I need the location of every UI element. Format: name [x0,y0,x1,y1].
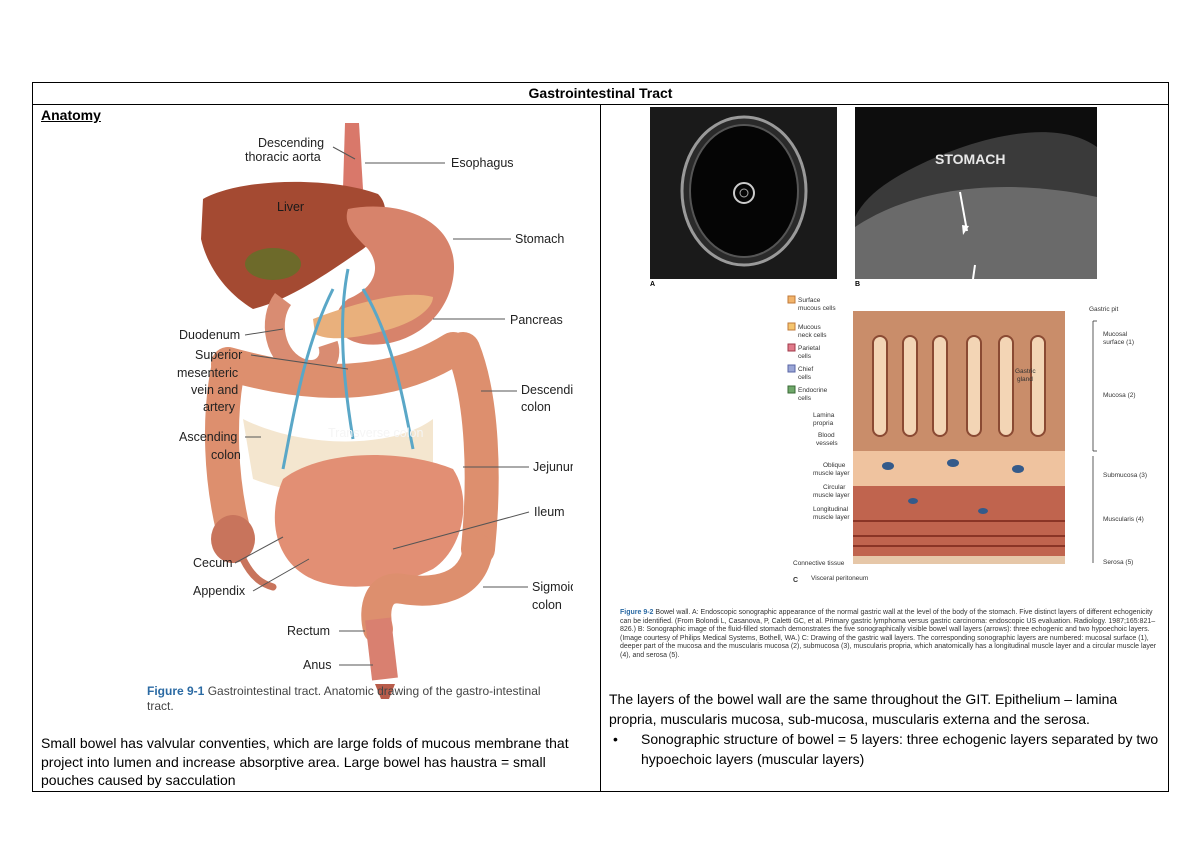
label-longitudinal: Longitudinal [813,506,849,513]
label-gastric-pit: Gastric pit [1089,306,1118,313]
label-sma-1: Superior [195,348,242,362]
svg-text:muscle layer: muscle layer [813,470,850,477]
svg-text:cells: cells [798,353,812,360]
label-aorta: Descending [258,136,324,150]
anatomy-heading: Anatomy [41,107,101,123]
legend-surface-mucous: Surface [798,297,821,304]
ultrasound-a-image [650,107,837,279]
legend-parietal: Parietal [798,345,821,352]
label-ascending-1: Ascending [179,430,237,444]
label-anus: Anus [303,658,332,672]
figure-9-2-caption: Figure 9-2 Bowel wall. A: Endoscopic son… [620,609,1165,661]
svg-text:mucous cells: mucous cells [798,305,836,312]
label-duodenum: Duodenum [179,328,240,342]
svg-text:propria: propria [813,420,834,427]
label-transverse: Transverse colon [328,426,423,440]
svg-text:neck cells: neck cells [798,332,827,339]
transverse-colon-shape [211,332,470,398]
bowel-wall-diagram: Surface mucous cells Mucous neck cells P… [787,295,1147,584]
left-body-text: Small bowel has valvular conventies, whi… [41,735,569,788]
svg-text:vessels: vessels [816,440,838,447]
label-appendix: Appendix [193,584,246,598]
figure-9-1-text: Gastrointestinal tract. Anatomic drawing… [147,684,541,713]
cecum-shape [211,515,255,563]
label-aorta-2: thoracic aorta [245,150,321,164]
appendix-shape [239,555,277,591]
label-sma-4: artery [203,400,236,414]
label-stomach: Stomach [515,232,564,246]
figure-9-2-text: Bowel wall. A: Endoscopic sonographic ap… [620,609,1157,659]
rectum-shape [365,617,398,681]
bullet-item: Sonographic structure of bowel = 5 layer… [613,729,1159,769]
ultrasound-a-label: A [650,281,656,288]
anus-shape [375,684,395,699]
sigmoid-colon-shape [361,534,493,644]
stomach-us-title: STOMACH [935,151,1006,167]
label-sigmoid-2: colon [532,598,562,612]
figure-9-2-num: Figure 9-2 [620,609,654,616]
ultrasound-b-label: B [855,281,861,288]
legend-chief: Chief [798,366,813,373]
label-mucosa: Mucosa (2) [1103,392,1136,399]
svg-text:gland: gland [1017,376,1033,383]
svg-text:surface (1): surface (1) [1103,339,1134,346]
column-divider [600,104,601,791]
label-sigmoid-1: Sigmoid [532,580,573,594]
label-circular: Circular [823,484,846,491]
svg-text:cells: cells [798,374,812,381]
label-oblique: Oblique [823,462,846,469]
label-serosa: Serosa (5) [1103,559,1133,566]
small-bowel-shape [274,455,464,587]
liver-shape [201,181,386,309]
svg-text:muscle layer: muscle layer [813,492,850,499]
right-body-text: The layers of the bowel wall are the sam… [609,691,1118,727]
label-submucosa: Submucosa (3) [1103,472,1147,479]
label-gastric-gland: Gastric [1015,368,1036,375]
label-sma-3: vein and [191,383,238,397]
label-esophagus: Esophagus [451,156,514,170]
label-lamina: Lamina [813,412,835,419]
figure-9-1-num: Figure 9-1 [147,684,205,698]
gi-table: Gastrointestinal Tract Anatomy [32,82,1169,792]
label-blood-vessels: Blood [818,432,835,439]
right-body-text-block: The layers of the bowel wall are the sam… [609,689,1159,769]
label-descending-1: Descending [521,383,573,397]
gallbladder-shape [245,248,301,280]
svg-text:cells: cells [798,395,812,402]
label-connective: Connective tissue [793,560,845,567]
gi-anatomy-figure: Descending thoracic aorta Esophagus Live… [177,123,573,699]
label-descending-2: colon [521,400,551,414]
ultrasound-b-image: STOMACH [855,107,1097,279]
label-ascending-2: colon [211,448,241,462]
label-muscularis: Muscularis (4) [1103,516,1144,523]
figure-9-1-caption: Figure 9-1 Gastrointestinal tract. Anato… [147,684,567,714]
descending-colon-shape [446,332,499,566]
label-rectum: Rectum [287,624,330,638]
label-ileum: Ileum [534,505,565,519]
ascending-colon-shape [205,352,250,546]
svg-text:muscle layer: muscle layer [813,514,850,521]
bullet-list: Sonographic structure of bowel = 5 layer… [609,729,1159,769]
label-mucosal-surface: Mucosal [1103,331,1128,338]
legend-endocrine: Endocrine [798,387,828,394]
table-title: Gastrointestinal Tract [33,83,1168,105]
label-pancreas: Pancreas [510,313,563,327]
label-liver: Liver [277,200,304,214]
label-jejunum: Jejunum [533,460,573,474]
label-visceral: Visceral peritoneum [811,575,868,582]
label-sma-2: mesenteric [177,366,238,380]
legend-mucous-neck: Mucous [798,324,822,331]
label-cecum: Cecum [193,556,233,570]
sma-vessels [281,268,415,470]
panel-c-label: C [793,577,798,584]
